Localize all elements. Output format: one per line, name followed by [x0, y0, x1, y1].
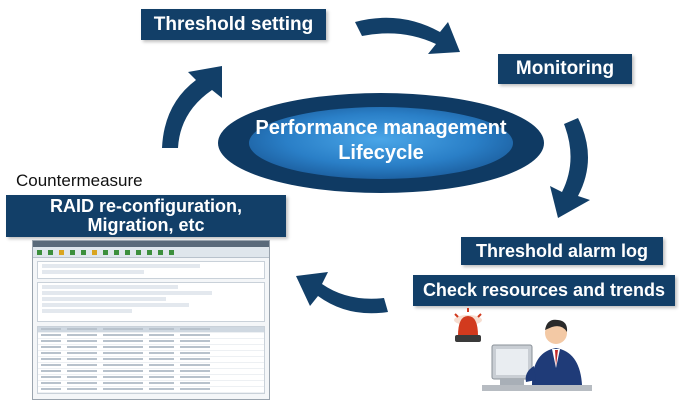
countermeasure-line1: RAID re-configuration, [50, 196, 242, 216]
alarm-light-icon [454, 308, 482, 342]
software-screenshot [32, 240, 270, 400]
screenshot-form [37, 282, 265, 322]
monitoring-box: Monitoring [498, 54, 632, 84]
countermeasure-box: RAID re-configuration, Migration, etc [6, 195, 286, 237]
cycle-arrow-icon [162, 66, 222, 148]
lifecycle-title: Performance management Lifecycle [222, 116, 540, 166]
cycle-arrow-icon [355, 17, 460, 54]
screenshot-table [37, 326, 265, 394]
countermeasure-line2: Migration, etc [87, 215, 205, 235]
cycle-arrow-icon [550, 118, 590, 218]
screenshot-toolbar [33, 247, 269, 258]
screenshot-panel [37, 261, 265, 279]
screenshot-titlebar [33, 241, 269, 247]
lifecycle-title-line1: Performance management [255, 117, 507, 139]
threshold-alarm-log-box: Threshold alarm log [461, 237, 663, 265]
threshold-setting-box: Threshold setting [141, 9, 326, 40]
check-resources-box: Check resources and trends [413, 275, 675, 306]
lifecycle-title-line2: Lifecycle [338, 142, 424, 164]
countermeasure-label: Countermeasure [16, 171, 143, 190]
cycle-arrow-icon [296, 272, 388, 314]
